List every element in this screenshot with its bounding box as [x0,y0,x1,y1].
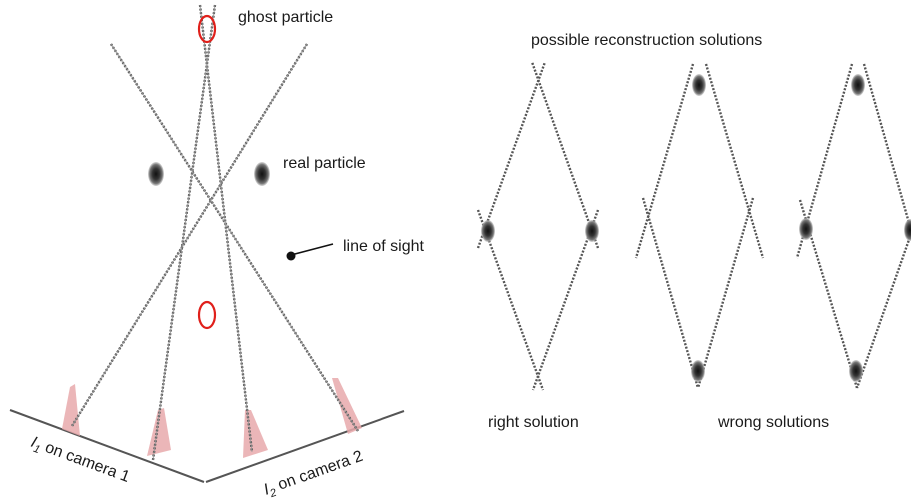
camera-1-label: I1 on camera 1 [28,434,133,489]
view-cone-1a [62,384,80,436]
solution-wrong-1-particle-top [692,74,706,96]
camera-2-sensor [205,410,405,483]
solution-wrong-1 [634,63,765,389]
solution-wrong-2-particle-top [851,74,865,96]
ghost-particle-marker-top [197,14,217,44]
camera-1-subscript: 1 [32,443,42,456]
solution-wrong-2-particle-right [904,219,911,241]
real-particle-left [148,162,164,186]
solution-right [476,61,600,391]
view-cone-1b [147,408,171,456]
line-of-sight-dot [286,251,296,261]
right-panel: possible reconstruction solutions [476,32,911,431]
possible-solutions-title: possible reconstruction solutions [531,32,762,49]
camera-2-text: on camera 2 [272,448,366,496]
solution-right-particle-right [585,220,599,242]
camera-2-subscript: 2 [268,487,279,499]
wrong-solutions-label: wrong solutions [717,414,829,431]
camera-1-text: on camera 1 [39,438,133,487]
camera-1-sensor [9,409,205,483]
camera-1-symbol: I [29,434,40,452]
solution-wrong-2-particle-bottom [849,360,863,382]
real-particle-right [254,162,270,186]
camera-2-symbol: I [262,481,272,499]
right-solution-label: right solution [488,414,579,431]
view-cone-2a [243,410,268,458]
ghost-particle-label: ghost particle [238,9,333,26]
real-particle-label: real particle [283,155,366,172]
solution-wrong-1-particle-bottom [691,360,705,382]
solution-wrong-2 [795,63,911,389]
line-of-sight-label: line of sight [343,238,424,255]
line-of-sight-pointer [290,243,334,256]
solution-wrong-2-particle-left [799,218,813,240]
view-cone-2b [332,378,362,434]
left-panel: ghost particle real particle line of sig… [9,4,424,499]
lines-of-sight-left [70,4,360,461]
solution-right-particle-left [481,220,495,242]
ghost-particle-marker-bottom [197,300,217,330]
